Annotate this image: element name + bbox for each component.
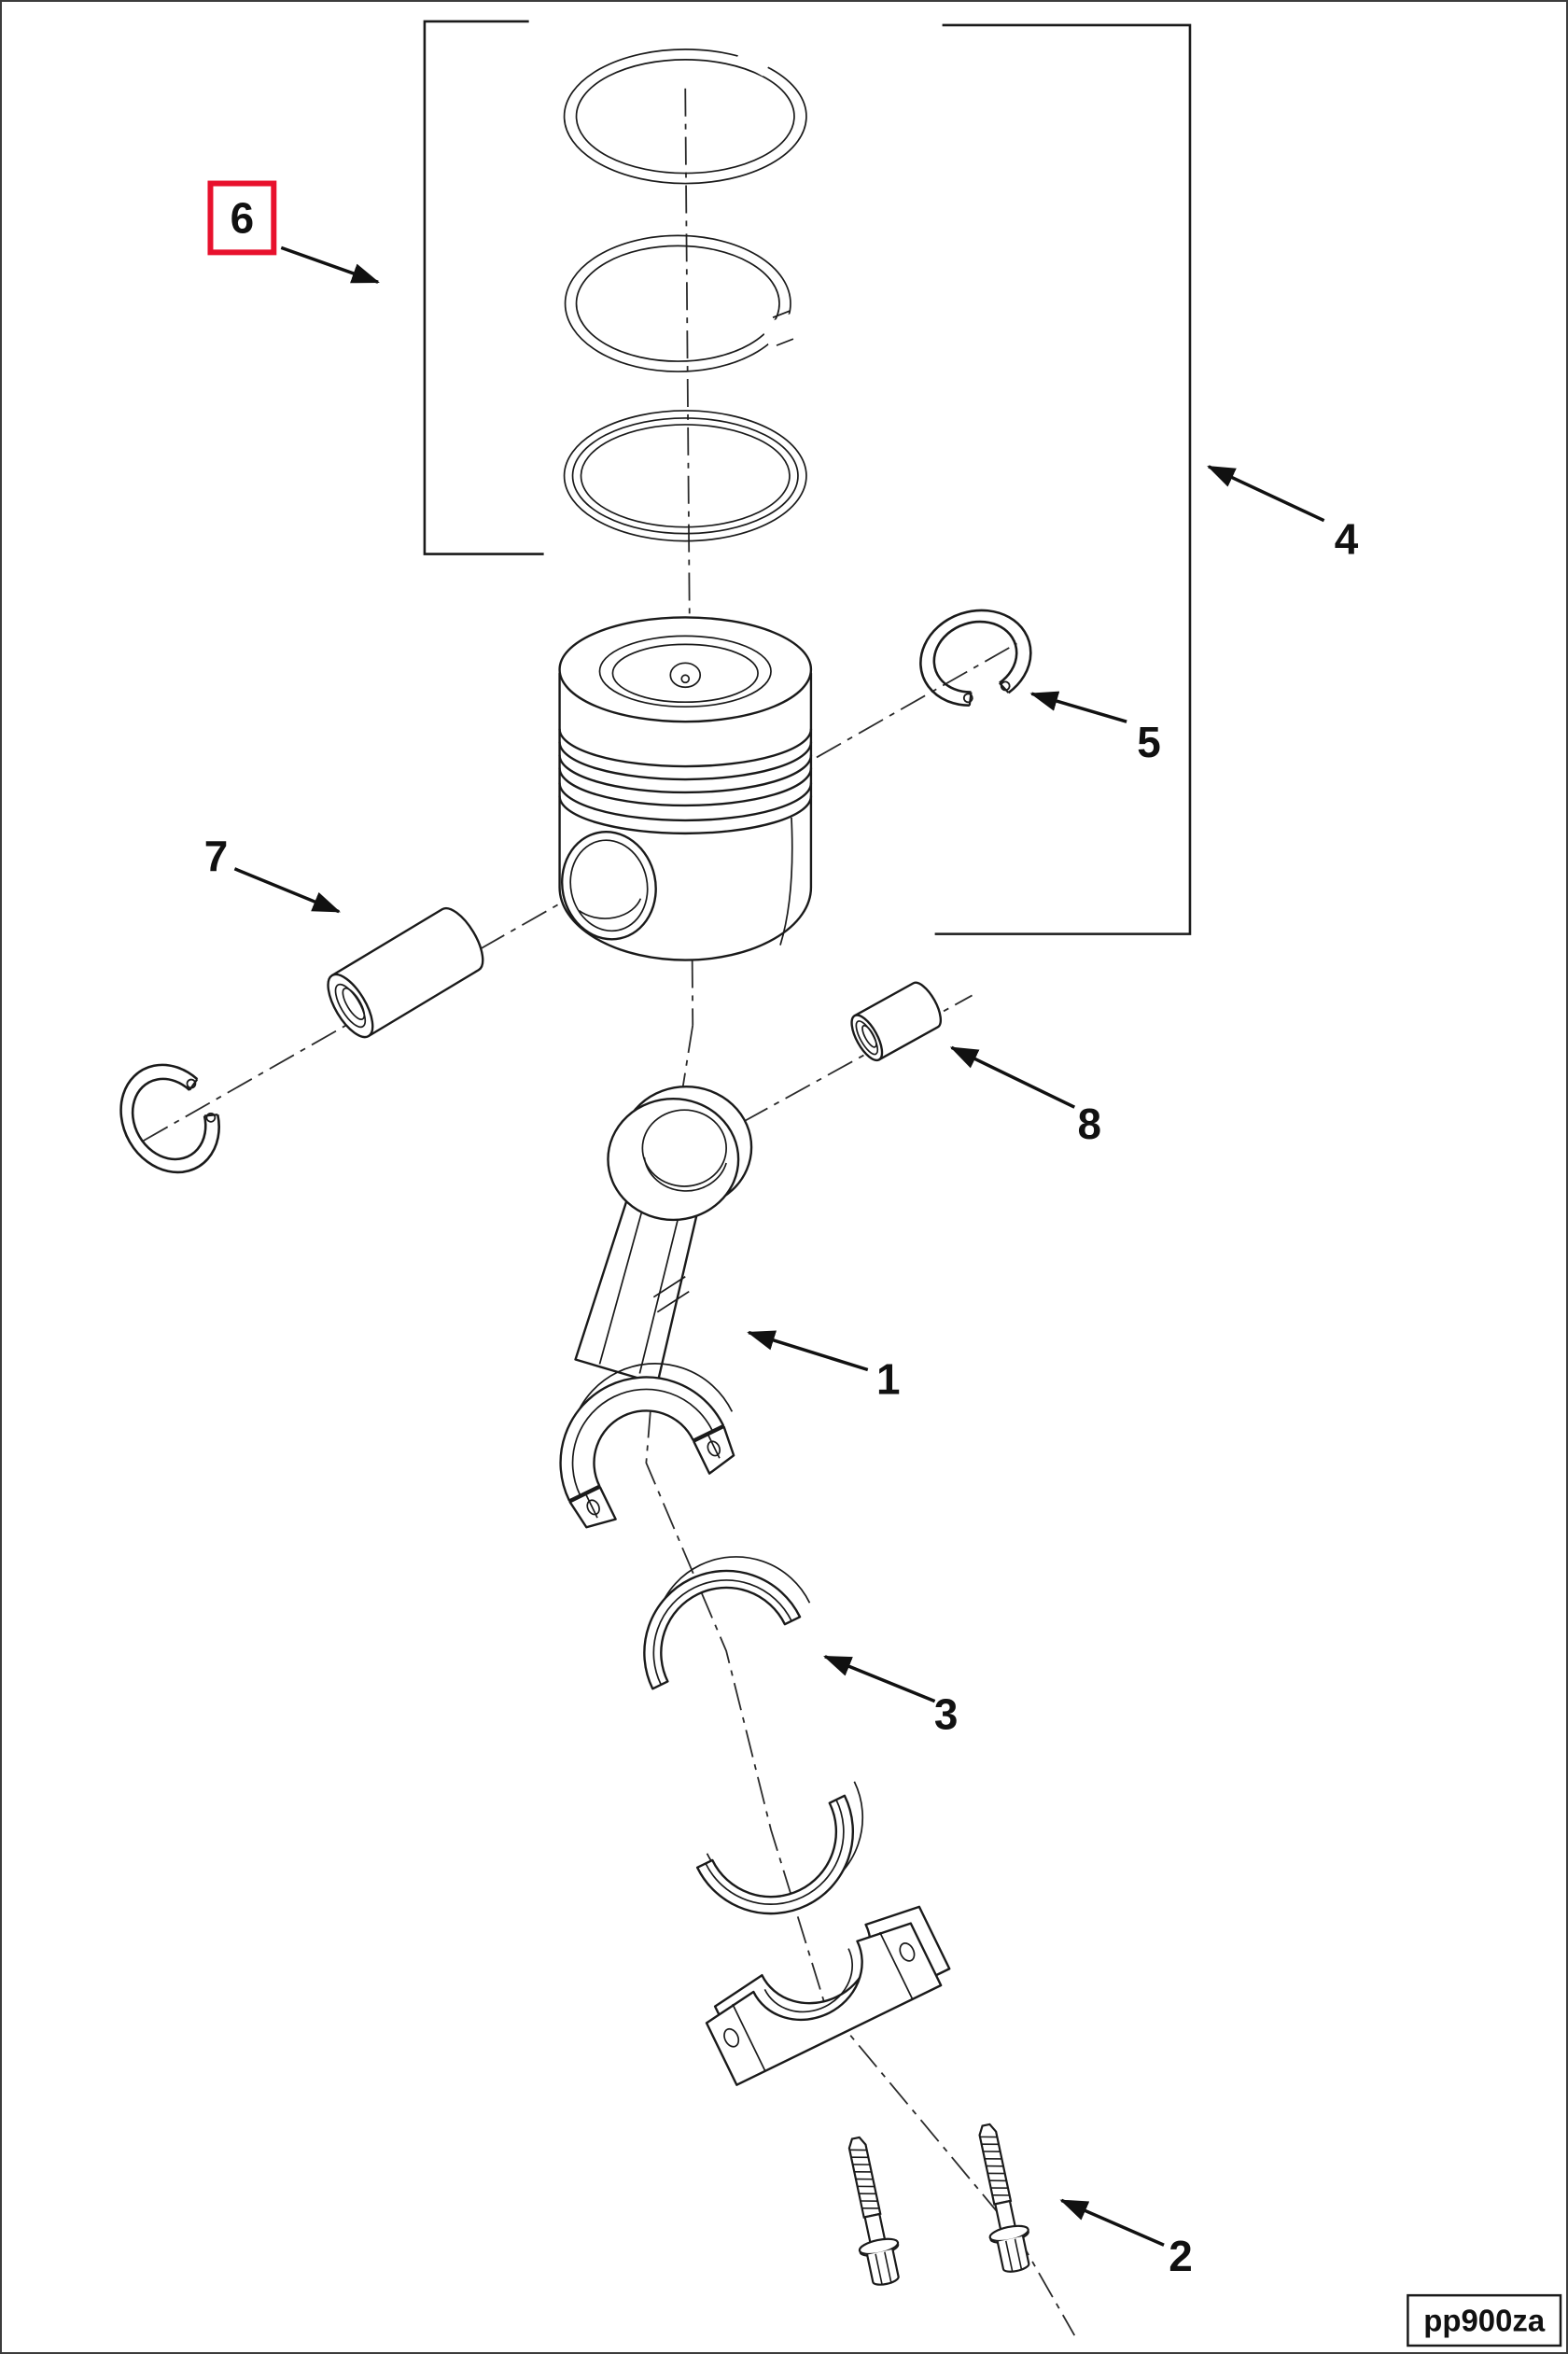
callout-3-label[interactable]: 3 [934, 1690, 959, 1739]
rod-big-end [559, 1363, 735, 1529]
drawing-code-box: pp900za [1407, 2293, 1562, 2347]
lower-bearing-shell [695, 1781, 864, 1915]
oil-control-ring [563, 410, 807, 542]
piston-ring-top [563, 39, 807, 185]
callout-1-label[interactable]: 1 [876, 1354, 901, 1403]
pin-retaining-ring-left [100, 1047, 237, 1192]
callout-8-arrow [949, 1045, 1076, 1109]
rod-bolt-1 [835, 2133, 907, 2290]
callout-7-arrow [233, 867, 341, 914]
connecting-rod [559, 1086, 753, 1529]
rod-small-end [607, 1086, 753, 1222]
bearing-cap [705, 1905, 951, 2086]
rod-bolt-2 [965, 2120, 1038, 2277]
highlight-box[interactable] [207, 180, 277, 256]
ring-set-bracket [423, 20, 544, 555]
callout-4-arrow [1207, 465, 1325, 523]
callout-4-label[interactable]: 4 [1335, 515, 1359, 564]
callout-2-label[interactable]: 2 [1169, 2232, 1193, 2280]
pin-bushing [850, 981, 943, 1062]
piston-ring-second [564, 234, 807, 372]
callout-2-arrow [1059, 2198, 1165, 2247]
upper-bearing-shell [643, 1556, 811, 1690]
drawing-code-text: pp900za [1423, 2304, 1546, 2338]
callout-8-label[interactable]: 8 [1077, 1100, 1101, 1148]
piston [558, 616, 813, 961]
piston-pin-bore [560, 831, 657, 941]
piston-assembly-bracket [934, 23, 1192, 935]
rod-assembly-center-line [645, 1025, 1076, 2336]
callout-6-arrow [280, 245, 380, 284]
pin-retaining-ring-right [906, 595, 1043, 718]
callout-7-label[interactable]: 7 [204, 832, 229, 880]
callout-5-arrow [1029, 691, 1127, 723]
callout-6-label[interactable]: 6 [231, 193, 255, 242]
callout-3-arrow [823, 1655, 936, 1703]
callout-5-label[interactable]: 5 [1137, 718, 1161, 766]
callout-6[interactable]: 6 [207, 180, 277, 256]
piston-pin [327, 906, 484, 1039]
callout-1-arrow [747, 1330, 869, 1372]
